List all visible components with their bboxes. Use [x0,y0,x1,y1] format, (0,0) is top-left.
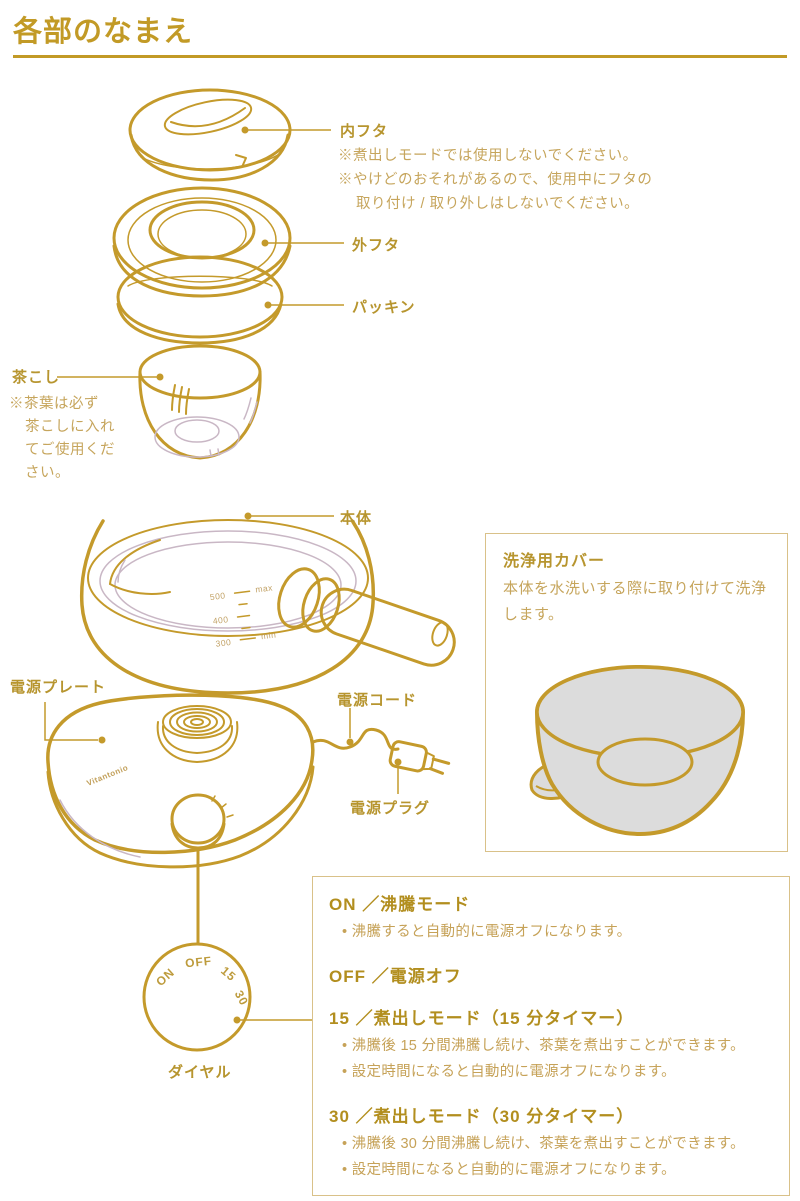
heating-element [156,705,239,763]
mode-heading-30: 30 ／煮出しモード（30 分タイマー） [329,1107,635,1127]
cleaning-cover-title: 洗浄用カバー [503,553,606,570]
mode-section-15: 15 ／煮出しモード（15 分タイマー） 沸騰後 15 分間沸騰し続け、茶葉を煮… [329,1004,773,1085]
mode-bullet: 設定時間になると自動的に電源オフになります。 [329,1060,773,1085]
label-power-plate: 電源プレート [10,679,107,696]
label-strainer: 茶こし [12,369,61,386]
gauge-400-label: 400 [212,614,229,626]
note-inner-lid-1: ※煮出しモードでは使用しないでください。 [338,148,638,164]
dial-30-label: 30 [232,988,252,1008]
mode-bullet: 沸騰すると自動的に電源オフになります。 [329,920,773,945]
mode-bullet: 設定時間になると自動的に電源オフになります。 [329,1158,773,1183]
mode-bullet: 沸騰後 15 分間沸騰し続け、茶葉を煮出すことができます。 [329,1034,773,1059]
label-dial: ダイヤル [168,1064,232,1081]
note-strainer-line4: さい。 [25,465,70,481]
cleaning-cover-box: 洗浄用カバー 本体を水洗いする際に取り付けて洗浄します。 [485,533,788,852]
mode-section-off: OFF ／電源オフ [329,962,773,987]
label-outer-lid: 外フタ [352,237,401,254]
note-strainer-line1: ※茶葉は必ず [9,396,99,412]
power-plug-illustration [388,740,451,775]
dial-15-label: 15 [218,964,239,985]
cleaning-cover-description: 本体を水洗いする際に取り付けて洗浄します。 [503,580,767,623]
knob-illustration [170,793,234,850]
note-strainer-line2: 茶こしに入れ [25,419,115,435]
note-inner-lid-3: 取り付け / 取り外しはしないでください。 [356,196,640,212]
inner-lid-illustration [128,88,292,182]
power-cord-illustration [311,727,400,751]
power-plate-illustration: Vitantonio [46,693,315,869]
strainer-illustration [138,344,262,460]
gauge-500-label: 500 [209,590,226,602]
page-title: 各部のなまえ [13,16,194,48]
brand-logo: Vitantonio [85,763,129,788]
note-inner-lid-2: ※やけどのおそれがあるので、使用中にフタの [338,172,653,188]
packing-illustration [116,255,284,345]
label-power-cord: 電源コード [337,692,418,709]
mode-bullet: 沸騰後 30 分間沸騰し続け、茶葉を煮出すことができます。 [329,1132,773,1157]
mode-section-on: ON ／沸騰モード 沸騰すると自動的に電源オフになります。 [329,890,773,945]
dial-modes-box: ON ／沸騰モード 沸騰すると自動的に電源オフになります。 OFF ／電源オフ … [312,876,790,1196]
mode-heading-15: 15 ／煮出しモード（15 分タイマー） [329,1009,635,1029]
body-illustration: 500 max 400 300 min [79,519,456,695]
mode-section-30: 30 ／煮出しモード（30 分タイマー） 沸騰後 30 分間沸騰し続け、茶葉を煮… [329,1102,773,1183]
label-power-plug: 電源プラグ [350,800,431,817]
note-strainer-line3: てご使用くだ [25,442,115,458]
gauge-min-label: min [260,629,276,641]
cleaning-cover-illustration [529,665,746,837]
label-packing: パッキン [352,299,416,316]
mode-heading-on: ON ／沸騰モード [329,895,471,914]
label-inner-lid: 内フタ [340,123,389,140]
mode-heading-off: OFF ／電源オフ [329,967,462,987]
dial-off-label: OFF [184,954,212,971]
label-body: 本体 [340,510,373,527]
dial-illustration: ON OFF 15 30 [142,942,252,1052]
title-underline [13,55,787,58]
dial-on-label: ON [153,965,177,989]
gauge-300-label: 300 [215,637,232,649]
handle-illustration [277,567,456,667]
note-strainer: ※茶葉は必ず 茶こしに入れ てご使用くだ さい。 [9,393,115,485]
gauge-max-label: max [255,582,274,594]
